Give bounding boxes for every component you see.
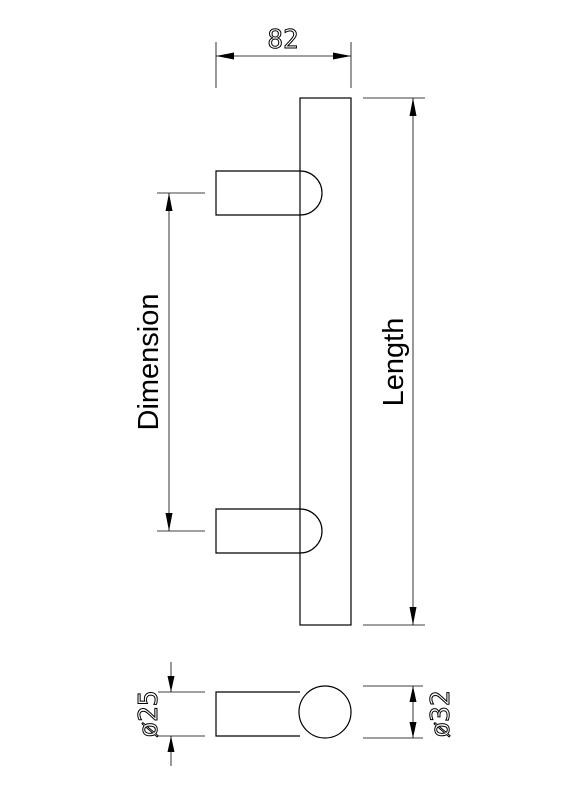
leg-diameter-arrow-top <box>167 676 175 692</box>
length-label: Length <box>378 318 410 407</box>
end-view-leg <box>215 691 300 737</box>
width-arrow-right <box>333 52 351 60</box>
dimension-arrow-top <box>165 193 173 211</box>
leg-diameter-arrow-bottom <box>167 736 175 752</box>
leg-diameter-value: ø25 <box>134 691 164 738</box>
bar-body <box>299 97 352 626</box>
bottom-leg <box>215 508 323 554</box>
top-leg <box>215 170 323 216</box>
width-value: 82 <box>267 25 298 55</box>
width-arrow-left <box>216 52 234 60</box>
bar-diameter-arrow-top <box>409 686 417 702</box>
dimension-label: Dimension <box>133 294 165 431</box>
bar-diameter-arrow-bottom <box>409 722 417 738</box>
bar-diameter-value: ø32 <box>426 691 456 738</box>
length-arrow-top <box>409 98 417 116</box>
dimension-arrow-bottom <box>165 513 173 531</box>
end-view-bar <box>298 685 352 739</box>
length-arrow-bottom <box>409 607 417 625</box>
